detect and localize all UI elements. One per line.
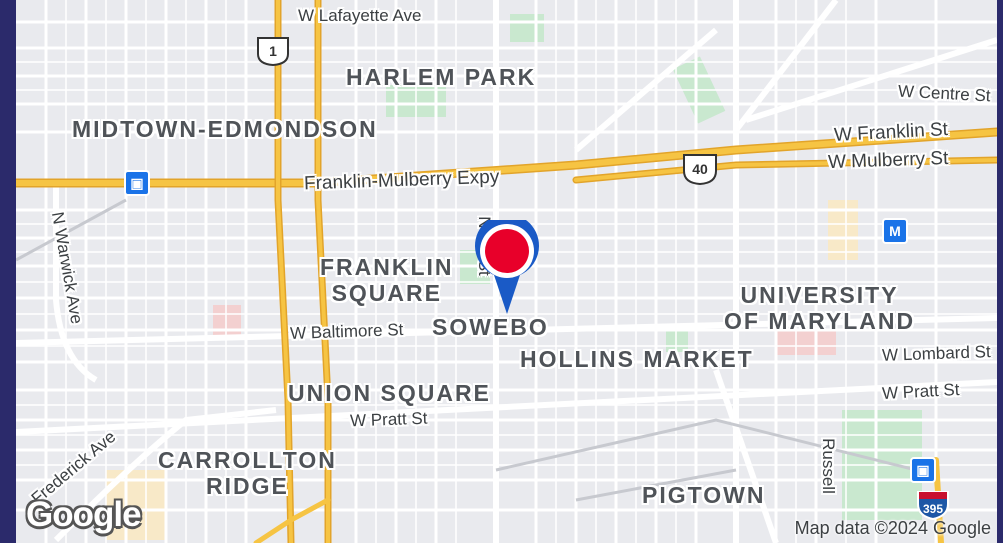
google-logo: Google <box>26 495 142 534</box>
label-hollins-market: HOLLINS MARKET <box>520 346 754 372</box>
label-w-mulberry-st: W Mulberry St <box>827 147 949 174</box>
label-midtown-edmondson: MIDTOWN-EDMONDSON <box>72 116 378 142</box>
map-attribution[interactable]: Map data ©2024 Google <box>794 518 991 538</box>
hospital-area <box>776 330 836 355</box>
map-canvas[interactable] <box>16 0 997 543</box>
label-pigtown: PIGTOWN <box>642 482 766 508</box>
label-w-baltimore-st: W Baltimore St <box>289 320 404 343</box>
train-icon[interactable]: ▣ <box>124 170 150 196</box>
label-w-lafayette-ave: W Lafayette Ave <box>298 6 422 25</box>
highways <box>16 0 997 543</box>
map-view[interactable]: HARLEM PARK MIDTOWN-EDMONDSON FRANKLIN S… <box>16 0 997 543</box>
label-university-of-maryland: UNIVERSITY OF MARYLAND <box>724 282 916 334</box>
us-route-40-shield: 40 <box>682 153 718 185</box>
rail-lines <box>16 198 917 502</box>
label-russell: Russell <box>818 438 838 494</box>
label-franklin-square: FRANKLIN SQUARE <box>320 254 454 306</box>
label-w-pratt-st-east: W Pratt St <box>881 379 960 404</box>
us-route-1-shield: 1 <box>256 36 290 66</box>
metro-icon[interactable]: M <box>882 218 908 244</box>
label-sowebo: SOWEBO <box>432 314 549 340</box>
interstate-395-shield: 395 <box>916 488 950 520</box>
label-union-square: UNION SQUARE <box>288 380 491 406</box>
arterial-roads <box>16 0 997 543</box>
train-icon[interactable]: ▣ <box>910 457 936 483</box>
label-w-pratt-st-west: W Pratt St <box>349 408 428 431</box>
label-w-lombard-st: W Lombard St <box>881 342 991 365</box>
label-carrollton-ridge: CARROLLTON RIDGE <box>158 447 337 499</box>
label-harlem-park: HARLEM PARK <box>346 64 537 90</box>
